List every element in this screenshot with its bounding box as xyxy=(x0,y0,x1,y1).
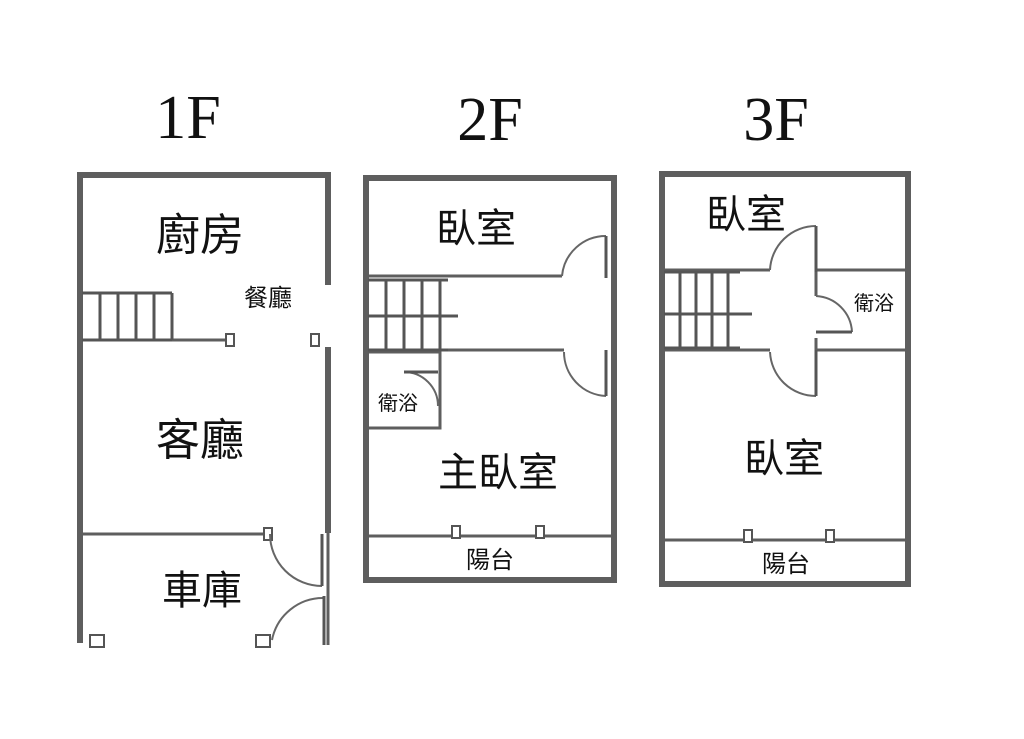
3f-post-balcony-right xyxy=(825,529,835,543)
3f-outer-wall xyxy=(659,171,911,587)
floor-label-2f: 2F xyxy=(457,86,522,154)
room-label-master-bedroom: 主臥室 xyxy=(438,450,558,496)
1f-door-living-arc xyxy=(269,533,323,587)
1f-post-garage-left xyxy=(89,634,105,648)
floor-2f: 臥室 衛浴 主臥室 陽台 xyxy=(363,175,617,583)
room-label-3f-balcony: 陽台 xyxy=(762,550,810,578)
floor-label-1f: 1F xyxy=(155,84,220,152)
floor-label-3f: 3F xyxy=(743,86,808,154)
room-label-2f-bedroom: 臥室 xyxy=(436,206,516,252)
3f-staircase xyxy=(664,270,752,350)
2f-bathroom-wall xyxy=(368,350,442,430)
3f-door-bath-arc xyxy=(815,295,853,333)
room-label-2f-bathroom: 衛浴 xyxy=(378,391,418,415)
1f-staircase xyxy=(82,291,174,342)
2f-door-bedroom-arc xyxy=(561,234,607,277)
room-label-dining: 餐廳 xyxy=(244,284,292,312)
1f-post-garage-right xyxy=(255,634,271,648)
3f-post-balcony-left xyxy=(743,529,753,543)
room-label-garage: 車庫 xyxy=(162,568,242,614)
2f-post-balcony-left xyxy=(451,525,461,539)
room-label-2f-balcony: 陽台 xyxy=(466,546,514,574)
floor-3f: 臥室 衛浴 臥室 陽台 xyxy=(659,171,911,587)
room-label-3f-bathroom: 衛浴 xyxy=(854,291,894,315)
1f-door-garage-arc xyxy=(271,596,325,641)
1f-post-dining-left xyxy=(225,333,235,347)
3f-door-bedroom-front-arc xyxy=(769,224,817,271)
room-label-kitchen: 廚房 xyxy=(156,210,244,261)
1f-post-dining-right xyxy=(310,333,320,347)
room-label-living: 客廳 xyxy=(156,415,244,466)
2f-door-master-arc xyxy=(562,351,607,397)
2f-post-balcony-right xyxy=(535,525,545,539)
room-label-3f-bedroom-rear: 臥室 xyxy=(744,436,824,482)
room-label-3f-bedroom-front: 臥室 xyxy=(706,192,786,238)
3f-door-bedroom-rear-arc xyxy=(769,351,817,398)
1f-post-living-garage xyxy=(263,527,273,541)
floor-1f: 廚房 餐廳 客廳 車庫 xyxy=(77,172,331,648)
1f-outer-wall xyxy=(77,172,331,643)
2f-staircase xyxy=(368,278,458,352)
2f-outer-wall xyxy=(363,175,617,583)
